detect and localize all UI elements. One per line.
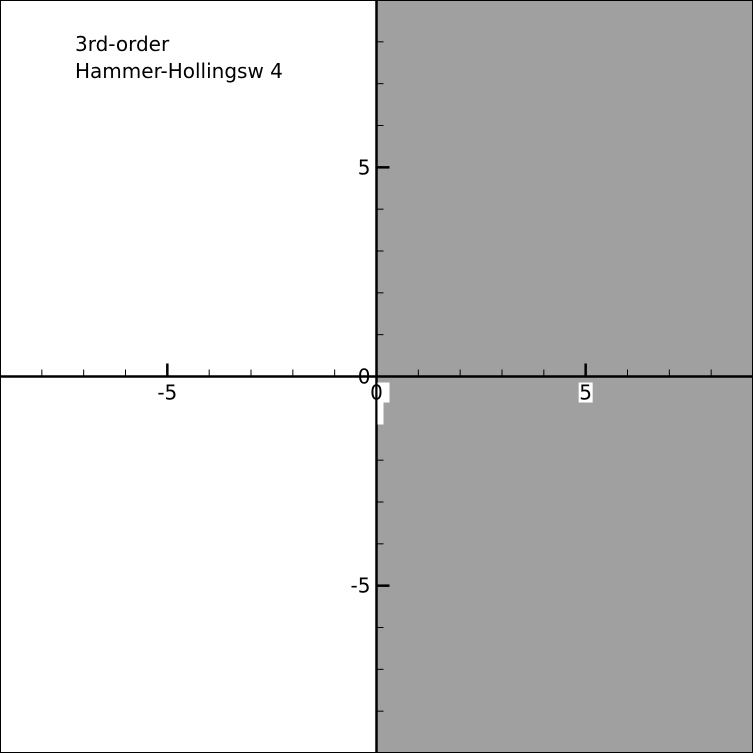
y-tick-label-1: 0: [358, 365, 371, 389]
tick-labels-layer: -5 0 5 -5 5 0: [157, 155, 593, 598]
x-tick-label-2: 5: [579, 381, 592, 405]
y-tick-label-2: 5: [358, 155, 371, 179]
annotation-method-name: Hammer-Hollingsw 4: [75, 59, 283, 83]
x-tick-label-1: 0: [370, 381, 383, 405]
x-tick-label-bg-0: [160, 382, 175, 403]
y-tick-label-0: -5: [351, 574, 371, 598]
origin-label-bg-lower: [377, 402, 384, 425]
x-tick-label-bg-2: [578, 382, 593, 403]
origin-label-bg: [377, 382, 390, 403]
x-tick-label-0: -5: [157, 381, 177, 405]
annotation-method-order: 3rd-order: [75, 32, 170, 56]
